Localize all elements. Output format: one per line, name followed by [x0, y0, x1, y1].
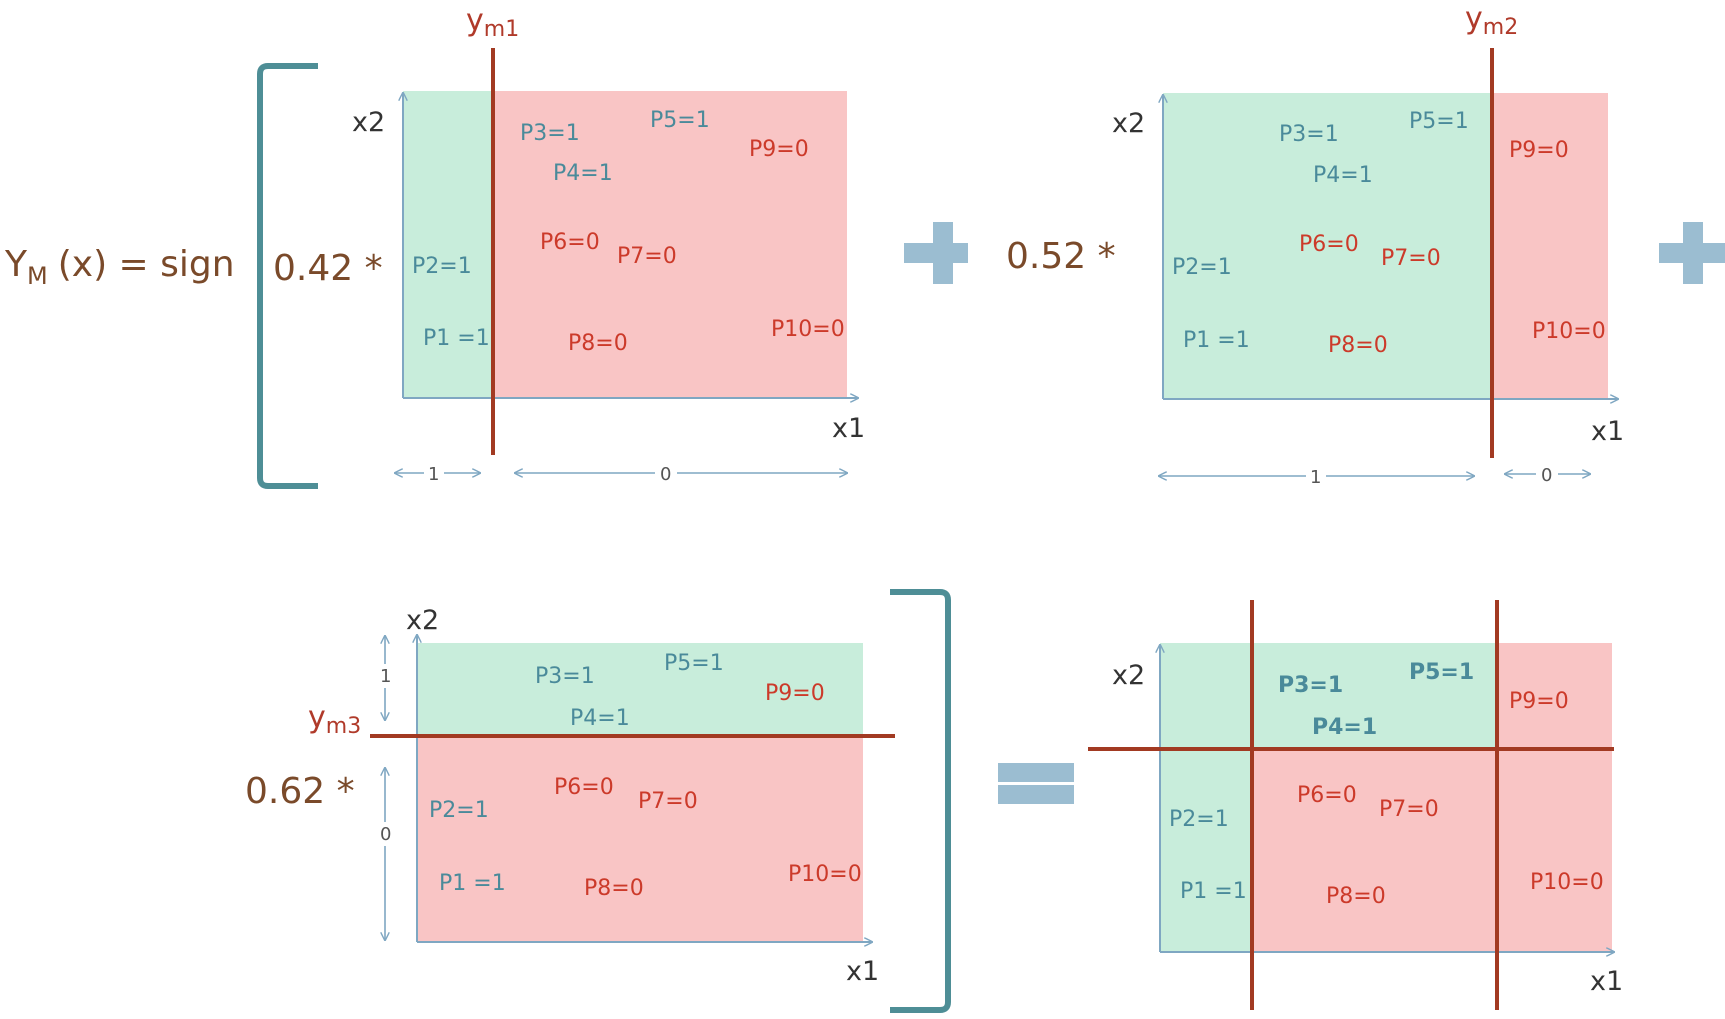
coefficient-1: 0.42 *: [273, 248, 383, 289]
panel1-p3: P3=1: [520, 121, 580, 146]
panel2-ym2-label: ym2: [1465, 1, 1518, 40]
panel4-p2: P2=1: [1169, 807, 1229, 832]
panel4-region-topmid: [1252, 643, 1497, 749]
panel2-p7: P7=0: [1381, 246, 1441, 271]
panel1-p6: P6=0: [540, 230, 600, 255]
panel2-class0-region: [1492, 93, 1608, 399]
panel2-p2: P2=1: [1172, 255, 1232, 280]
panel3-p3: P3=1: [535, 664, 595, 689]
panel2-x1-label: x1: [1591, 416, 1624, 447]
coefficient-2: 0.52 *: [1006, 236, 1116, 277]
panel3-x1-label: x1: [846, 956, 879, 987]
panel1-dim-0-gap: [655, 462, 677, 484]
panel4-region-topleft: [1160, 643, 1252, 749]
panel4-region-bottomleft: [1160, 749, 1252, 952]
formula-lhs-rest: (x) = sign: [58, 244, 235, 285]
panel1-p1: P1 =1: [423, 326, 490, 351]
panel3-p6: P6=0: [554, 775, 614, 800]
panel1-dim-1-label: 1: [428, 464, 439, 485]
panel1-p9: P9=0: [749, 137, 809, 162]
formula-lhs-sub: M: [27, 262, 48, 290]
panel1-p7: P7=0: [617, 244, 677, 269]
panel3-dim-0-label: 0: [380, 824, 391, 845]
panel1-dim-0-label: 0: [660, 464, 671, 485]
panel3-p10: P10=0: [788, 862, 862, 887]
panel3-p2: P2=1: [429, 798, 489, 823]
panel3-ym3-label: ym3: [308, 700, 361, 739]
panel4-p4: P4=1: [1312, 715, 1377, 740]
panel3-p8: P8=0: [584, 876, 644, 901]
panel3-p5: P5=1: [664, 651, 724, 676]
panel1-class1-region: [403, 91, 493, 397]
panel2-dim-0-gap: [1536, 463, 1558, 485]
panel3-dim-1-label: 1: [380, 666, 391, 687]
panel4-region-bottomright: [1497, 749, 1612, 952]
equals-operator: [998, 763, 1074, 804]
panel4-x1-label: x1: [1590, 966, 1623, 997]
panel4-p1: P1 =1: [1180, 879, 1247, 904]
panel2-dim-1-label: 1: [1310, 467, 1321, 488]
formula-prefix: YM (x) = sign: [4, 244, 235, 290]
panel3-p9: P9=0: [765, 681, 825, 706]
formula-lhs-main: Y: [4, 244, 28, 285]
panel2-dim-1-gap: [1306, 465, 1326, 487]
panel3-p1: P1 =1: [439, 871, 506, 896]
panel2-x2-label: x2: [1112, 108, 1145, 139]
panel4-p9: P9=0: [1509, 689, 1569, 714]
panel4-p7: P7=0: [1379, 797, 1439, 822]
panel2-p5: P5=1: [1409, 109, 1469, 134]
right-bracket: [890, 589, 951, 1013]
panel1-p10: P10=0: [771, 317, 845, 342]
panel2-p9: P9=0: [1509, 138, 1569, 163]
panel1-class0-region: [493, 91, 847, 397]
panel3-p7: P7=0: [638, 789, 698, 814]
panel1-ym1-label: ym1: [466, 3, 519, 42]
panel3-class1-region: [417, 643, 863, 736]
coefficient-3: 0.62 *: [245, 771, 355, 812]
plus-operator-2: [1659, 222, 1725, 284]
panel2-class1-region: [1163, 93, 1492, 399]
panel-weak-classifier-1: ym1 x2 x1 P3=1 P5=1 P9=0 P4=1 P2=1 P6=0 …: [352, 3, 865, 485]
panel4-p3: P3=1: [1278, 673, 1343, 698]
panel3-dim-1-gap: [375, 664, 395, 688]
panel2-p8: P8=0: [1328, 333, 1388, 358]
panel1-p5: P5=1: [650, 108, 710, 133]
panel1-p2: P2=1: [412, 254, 472, 279]
panel2-p10: P10=0: [1532, 319, 1606, 344]
panel-combined-result: x2 x1 P3=1 P5=1 P9=0 P4=1 P2=1 P6=0 P7=0…: [1088, 600, 1623, 1010]
plus-operator-1: [904, 222, 968, 284]
panel2-p6: P6=0: [1299, 232, 1359, 257]
panel4-region-bottommid: [1252, 749, 1497, 952]
panel1-p8: P8=0: [568, 331, 628, 356]
panel-weak-classifier-2: ym2 x2 x1 P3=1 P5=1 P9=0 P4=1 P2=1 P6=0 …: [1112, 1, 1624, 488]
panel3-dim-0-gap: [375, 822, 395, 846]
left-bracket: [257, 63, 318, 489]
panel2-p3: P3=1: [1279, 122, 1339, 147]
panel2-p4: P4=1: [1313, 163, 1373, 188]
panel4-p5: P5=1: [1409, 660, 1474, 685]
panel2-p1: P1 =1: [1183, 328, 1250, 353]
panel1-x2-label: x2: [352, 107, 385, 138]
svg-text:YM(x) = sign: YM (x) = sign: [4, 244, 235, 290]
panel3-class0-region: [417, 736, 863, 942]
panel1-x1-label: x1: [832, 413, 865, 444]
panel4-x2-label: x2: [1112, 660, 1145, 691]
panel2-dim-0-label: 0: [1541, 465, 1552, 486]
panel3-x2-label: x2: [406, 605, 439, 636]
panel1-dim-1-gap: [424, 462, 444, 484]
panel1-p4: P4=1: [553, 161, 613, 186]
panel4-p8: P8=0: [1326, 884, 1386, 909]
panel3-p4: P4=1: [570, 706, 630, 731]
panel4-region-topright: [1497, 643, 1612, 749]
panel4-p6: P6=0: [1297, 783, 1357, 808]
panel4-p10: P10=0: [1530, 870, 1604, 895]
panel-weak-classifier-3: ym3 x2 x1 P3=1 P5=1 P9=0 P4=1 P2=1 P6=0 …: [308, 605, 895, 987]
